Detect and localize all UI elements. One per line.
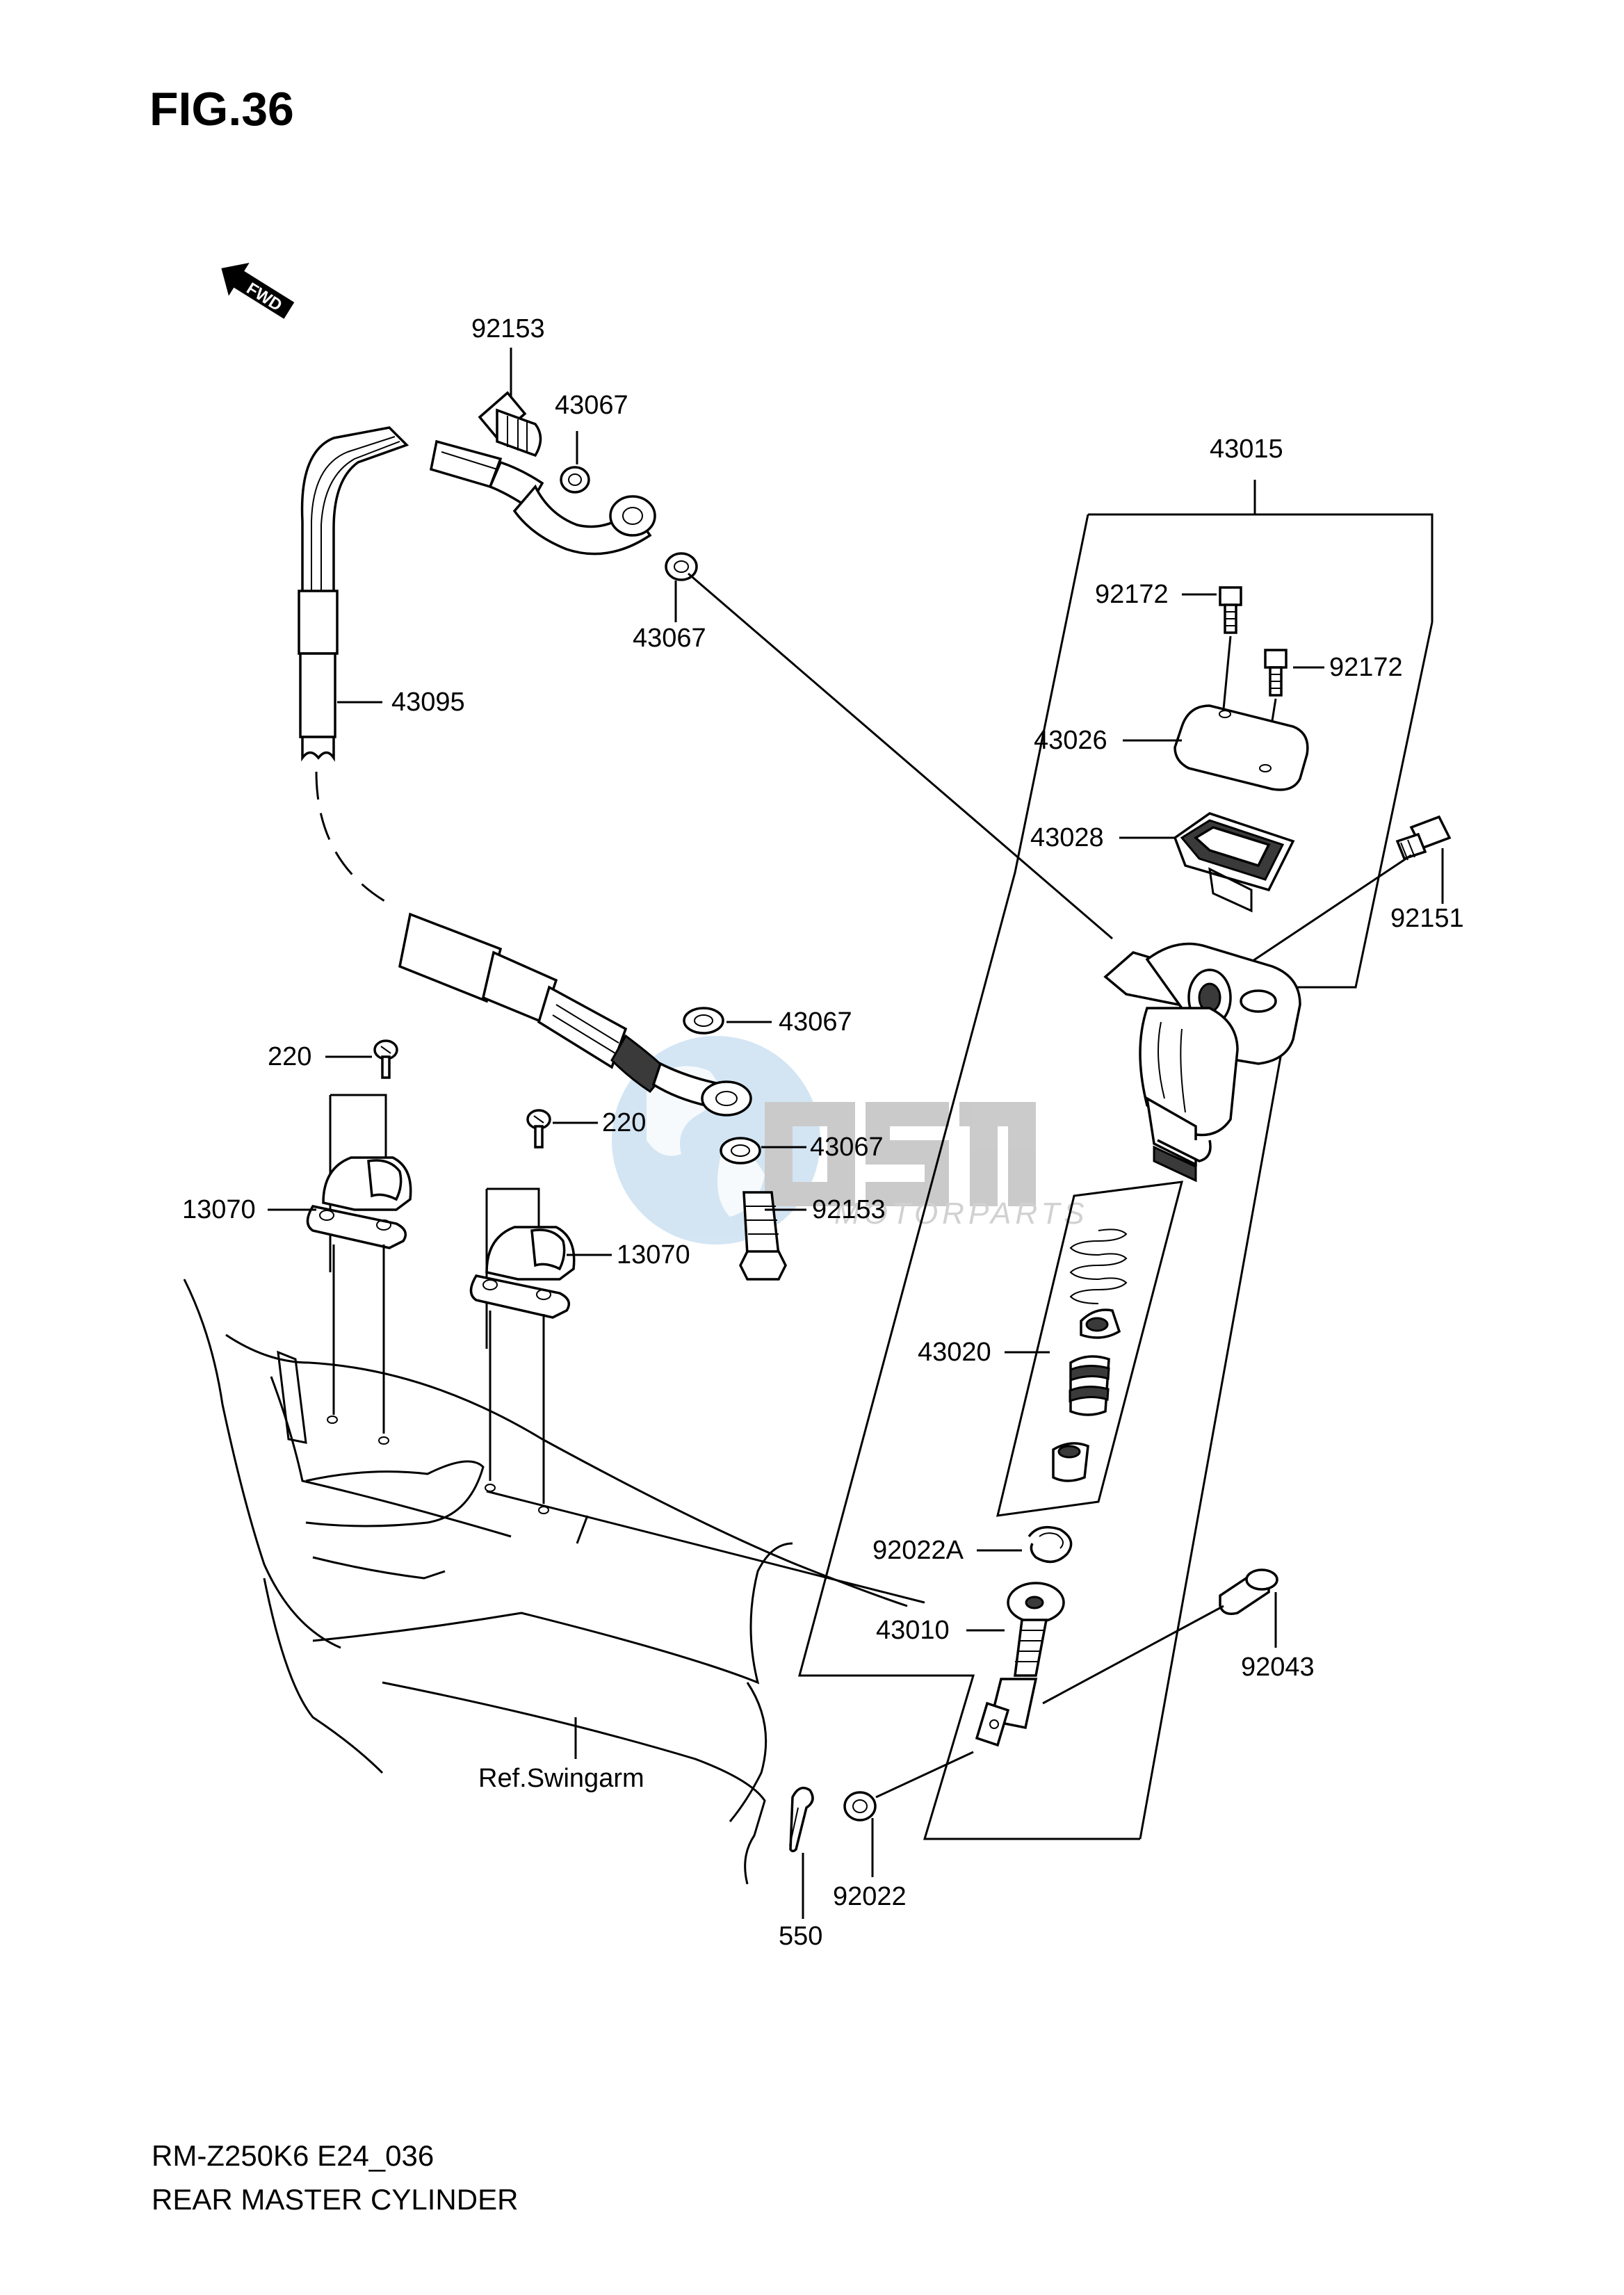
piston-kit-bracket-43020 — [996, 1181, 1184, 1517]
label-13070-a: 13070 — [182, 1195, 256, 1224]
push-rod-43010 — [975, 1582, 1065, 1747]
label-92022: 92022 — [833, 1882, 907, 1911]
label-92153-top: 92153 — [471, 314, 545, 343]
fwd-arrow-icon: FWD — [221, 263, 295, 319]
label-92172-a: 92172 — [1095, 580, 1169, 609]
label-43067-low2: 43067 — [810, 1133, 884, 1162]
master-cylinder-body — [1103, 942, 1301, 1183]
label-43067-mid: 43067 — [633, 624, 706, 653]
label-43095: 43095 — [391, 688, 465, 717]
label-92153-low: 92153 — [812, 1195, 886, 1224]
leader-lines — [268, 348, 1444, 1919]
label-43026: 43026 — [1034, 726, 1107, 755]
clevis-pin-92043 — [1219, 1568, 1278, 1615]
piston-kit-43020 — [1052, 1228, 1128, 1482]
section-name: REAR MASTER CYLINDER — [152, 2183, 518, 2216]
label-92172-b: 92172 — [1329, 653, 1403, 682]
watermark-subtitle: MOTORPARTS — [834, 1197, 1089, 1231]
reservoir-cap-43026 — [1174, 704, 1309, 791]
label-43067-low1: 43067 — [779, 1007, 852, 1037]
clamp-13070-b — [469, 1226, 576, 1319]
diaphragm-43028 — [1173, 812, 1295, 913]
label-220-b: 220 — [602, 1108, 646, 1137]
banjo-bolt-92153-low — [739, 1191, 787, 1281]
bolt-92151 — [1395, 815, 1452, 861]
banjo-bolt-92153-top — [478, 391, 542, 457]
label-43028: 43028 — [1030, 823, 1104, 852]
screw-92172-b — [1264, 649, 1288, 697]
screw-220-a — [373, 1039, 398, 1079]
swingarm-reference — [183, 1279, 925, 1885]
washer-92022 — [843, 1791, 877, 1822]
washer-43067-low2 — [720, 1137, 761, 1165]
label-43067-top: 43067 — [555, 391, 628, 420]
label-92043: 92043 — [1241, 1653, 1315, 1682]
label-92022A: 92022A — [872, 1536, 964, 1565]
label-43020: 43020 — [918, 1338, 991, 1367]
label-43010: 43010 — [876, 1616, 950, 1645]
assembly-bracket-43015 — [798, 513, 1434, 1840]
figure-title: FIG.36 — [149, 83, 294, 136]
washer-43067-low1 — [683, 1007, 724, 1035]
label-220-a: 220 — [268, 1042, 311, 1071]
label-ref-swingarm: Ref.Swingarm — [478, 1764, 644, 1793]
model-code: RM-Z250K6 E24_036 — [152, 2139, 434, 2172]
label-92151: 92151 — [1390, 904, 1464, 933]
screw-92172-a — [1219, 586, 1242, 634]
label-550: 550 — [779, 1922, 822, 1951]
label-13070-b: 13070 — [617, 1240, 690, 1270]
cotter-pin-550 — [789, 1786, 814, 1853]
label-43015: 43015 — [1210, 435, 1283, 464]
washer-43067-top — [560, 466, 590, 494]
screw-220-b — [526, 1109, 551, 1149]
clamp-13070-a — [306, 1156, 412, 1249]
brake-hose-43095 — [298, 426, 752, 1117]
